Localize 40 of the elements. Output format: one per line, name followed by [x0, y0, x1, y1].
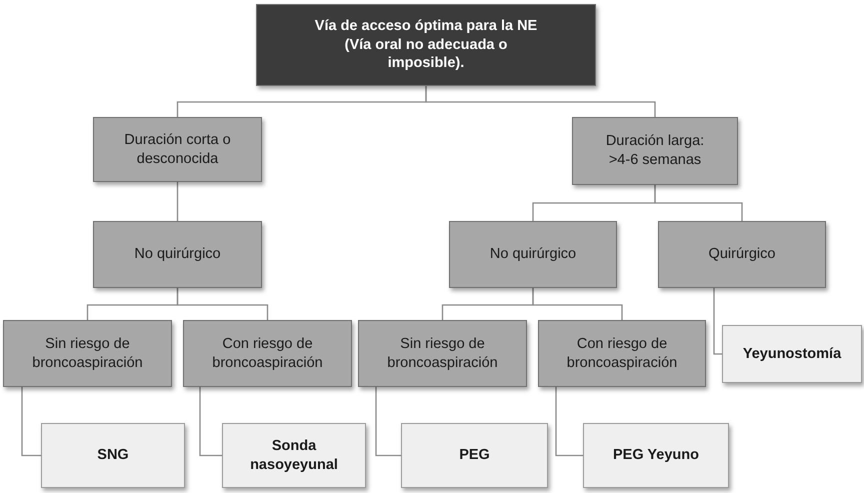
result-box [401, 423, 548, 488]
box-text: Con riesgo de broncoaspiración [211, 334, 324, 372]
box-text: Yeyunostomía [742, 344, 842, 364]
decision-box [658, 221, 826, 288]
box-text: Duración larga: >4-6 semanas [604, 132, 706, 170]
connector-line [425, 86, 656, 117]
connector-line [532, 288, 623, 320]
decision-box [183, 320, 352, 387]
box-text: Sin riesgo de broncoaspiración [31, 334, 144, 372]
box-text: Sonda nasoyeyunal [249, 436, 339, 474]
root-box [256, 4, 596, 86]
connector-line [654, 185, 743, 221]
result-box [583, 423, 729, 488]
box-text: Vía de acceso óptima para la NE (Vía oral no adecuada o imposible). [314, 16, 538, 74]
box-text: No quirúrgico [490, 245, 576, 264]
box-text: PEG Yeyuno [613, 446, 699, 465]
decision-box [449, 221, 617, 288]
decision-box [538, 320, 706, 387]
box-text: Duración corta o desconocida [123, 130, 232, 168]
result-box [722, 325, 862, 383]
result-box [41, 423, 185, 488]
connector-line [176, 182, 178, 221]
decision-box [3, 320, 172, 387]
connector-line [199, 387, 222, 456]
box-text: No quirúrgico [134, 245, 221, 264]
decision-box [93, 117, 262, 182]
connector-line [176, 288, 268, 320]
decision-box [358, 320, 527, 387]
connector-line [555, 387, 583, 456]
connector-line [713, 288, 722, 355]
box-text: PEG [459, 446, 490, 465]
connector-line [375, 387, 401, 456]
box-text: Con riesgo de broncoaspiración [566, 334, 678, 372]
decision-box [93, 221, 262, 288]
result-box [222, 423, 366, 488]
box-text: Quirúrgico [708, 245, 776, 264]
decision-box [572, 117, 738, 185]
box-text: Sin riesgo de broncoaspiración [386, 334, 499, 372]
box-text: SNG [97, 446, 129, 465]
connector-line [21, 387, 41, 456]
